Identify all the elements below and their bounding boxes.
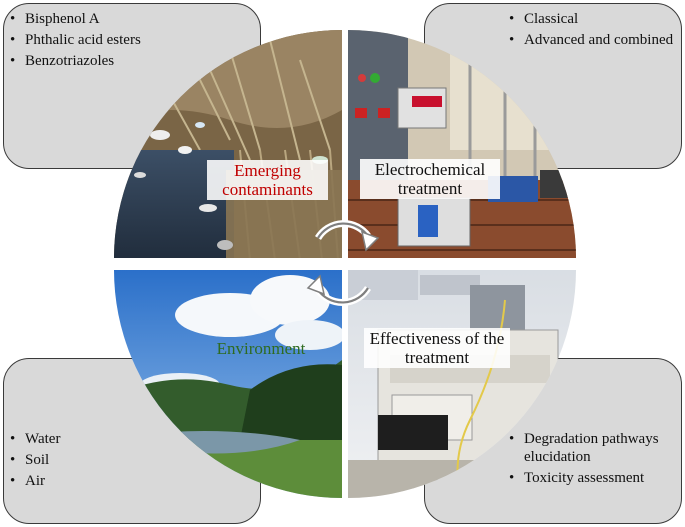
bullet-item: Water: [10, 430, 150, 448]
bullet-item: Benzotriazoles: [10, 52, 210, 70]
label-environment: Environment: [216, 339, 306, 358]
bullet-item: Air: [10, 472, 150, 490]
list-emerging-contaminants: Bisphenol A Phthalic acid esters Benzotr…: [10, 10, 210, 73]
bullet-item: Soil: [10, 451, 150, 469]
bullet-item: Bisphenol A: [10, 10, 210, 28]
lab-electrochemical-setup-photo: [348, 30, 576, 258]
bullet-item: Toxicity assessment: [509, 469, 681, 487]
bullet-item: Classical: [509, 10, 679, 28]
list-environment: Water Soil Air: [10, 430, 150, 493]
circular-arrows-icon: [306, 220, 380, 306]
label-electrochemical-treatment: Electrochemical treatment: [360, 159, 500, 199]
bullet-item: Phthalic acid esters: [10, 31, 210, 49]
label-effectiveness: Effectiveness of the treatment: [364, 328, 510, 368]
bullet-item: Advanced and combined: [509, 31, 679, 49]
list-effectiveness: Degradation pathways elucidation Toxicit…: [509, 430, 681, 490]
list-electrochemical-treatment: Classical Advanced and combined: [509, 10, 679, 52]
bullet-item: Degradation pathways elucidation: [509, 430, 681, 466]
label-emerging-contaminants: Emerging contaminants: [207, 160, 328, 200]
